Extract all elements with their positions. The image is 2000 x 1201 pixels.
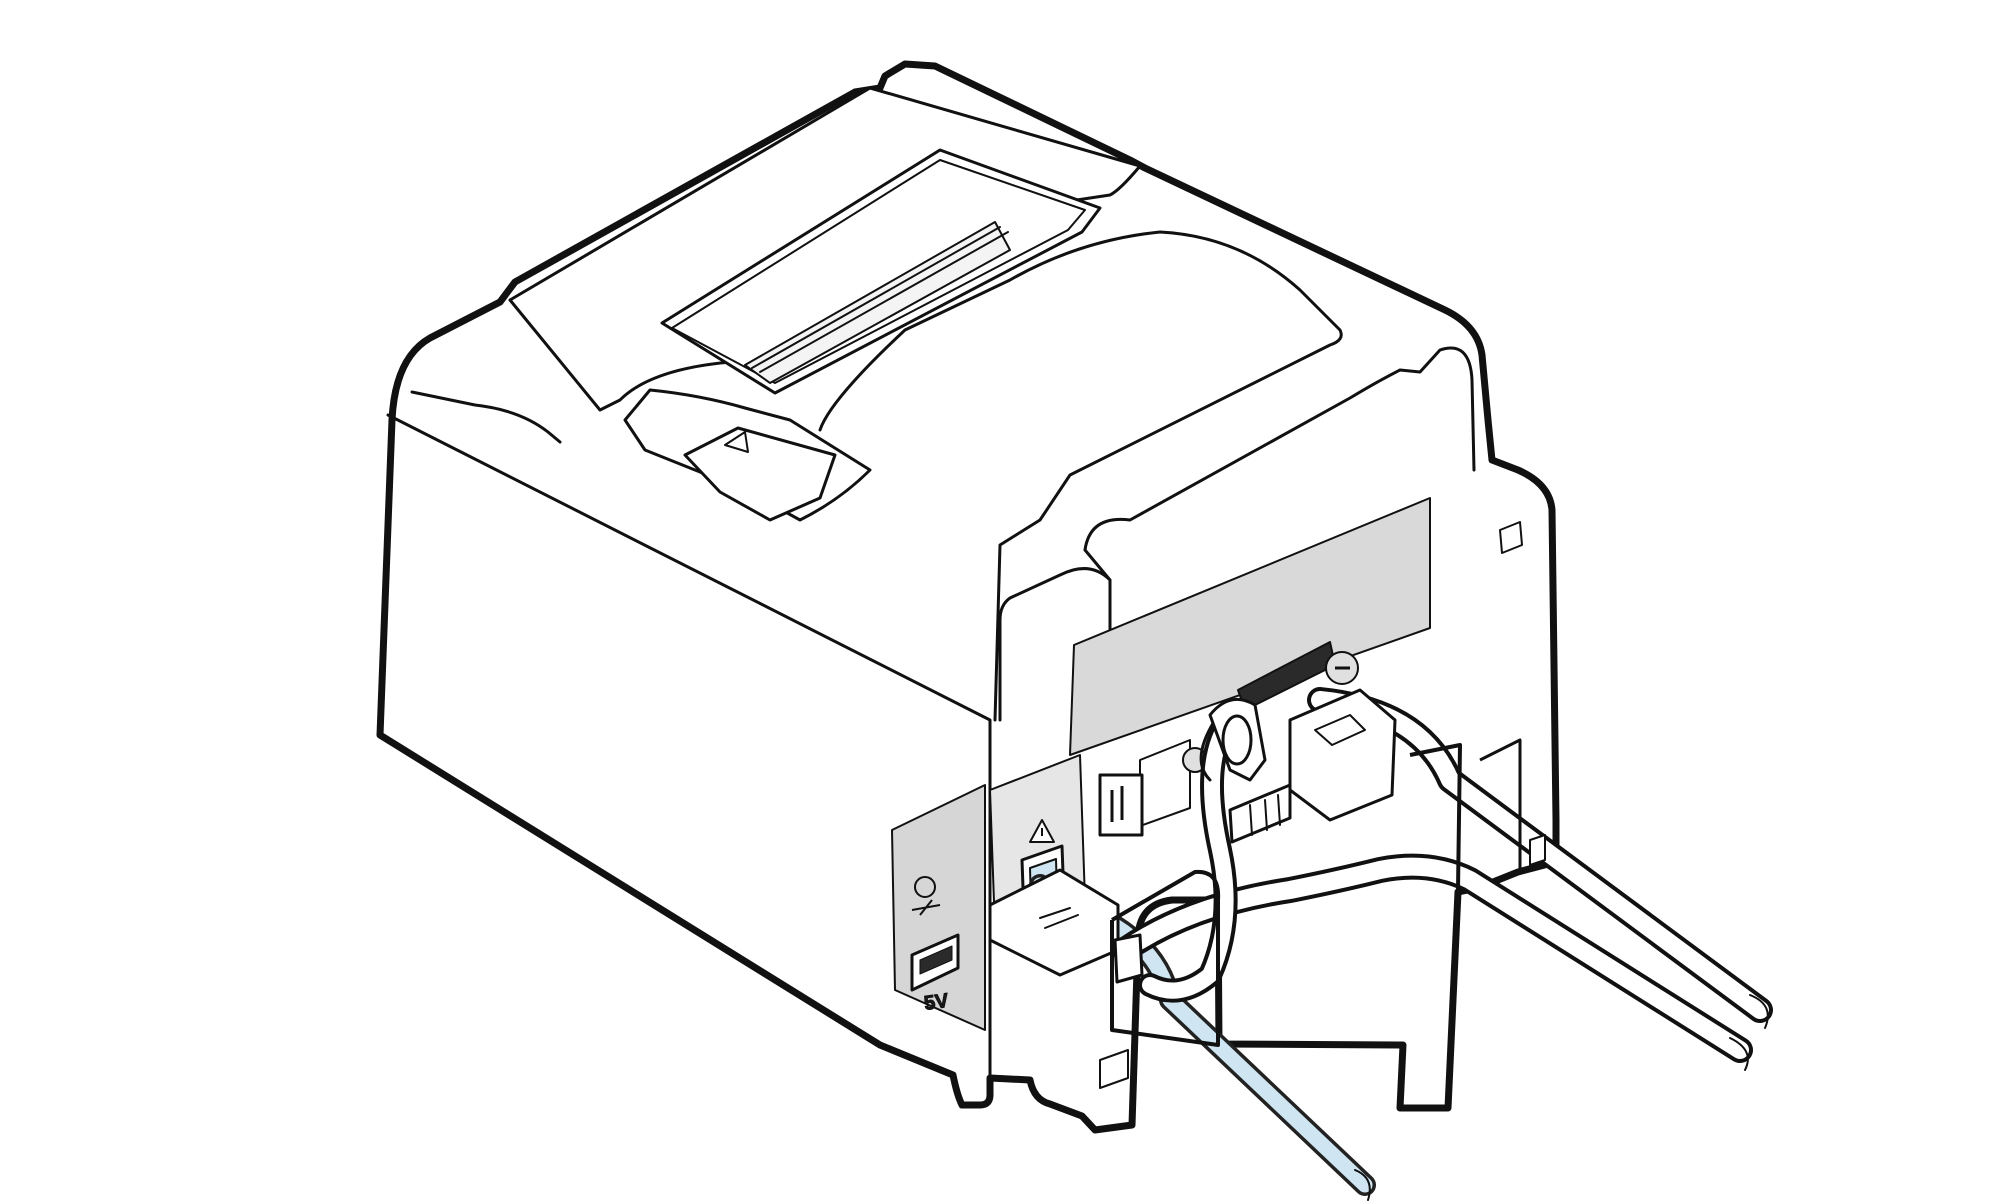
rear-cover <box>818 230 1343 722</box>
power-switch-icon[interactable] <box>1098 773 1144 837</box>
usb-icon <box>911 876 941 916</box>
usb-cable <box>1112 853 1753 1063</box>
feed-button[interactable] <box>623 388 872 522</box>
side-top-edge <box>410 390 562 444</box>
printer-body <box>376 60 1560 1134</box>
usb-port[interactable] <box>910 933 960 992</box>
serial-cable <box>1138 708 1242 1003</box>
side-edge <box>386 413 992 1080</box>
cables <box>988 687 1773 1201</box>
serial-plug <box>1208 697 1267 782</box>
feed-arrow-icon <box>724 431 749 453</box>
usb-power-label: 5V <box>923 990 951 1015</box>
warning-icon <box>1029 819 1055 843</box>
cable-channel <box>1099 521 1546 1089</box>
paper-exit-slot <box>660 148 1102 395</box>
power-connector <box>1228 688 1397 844</box>
